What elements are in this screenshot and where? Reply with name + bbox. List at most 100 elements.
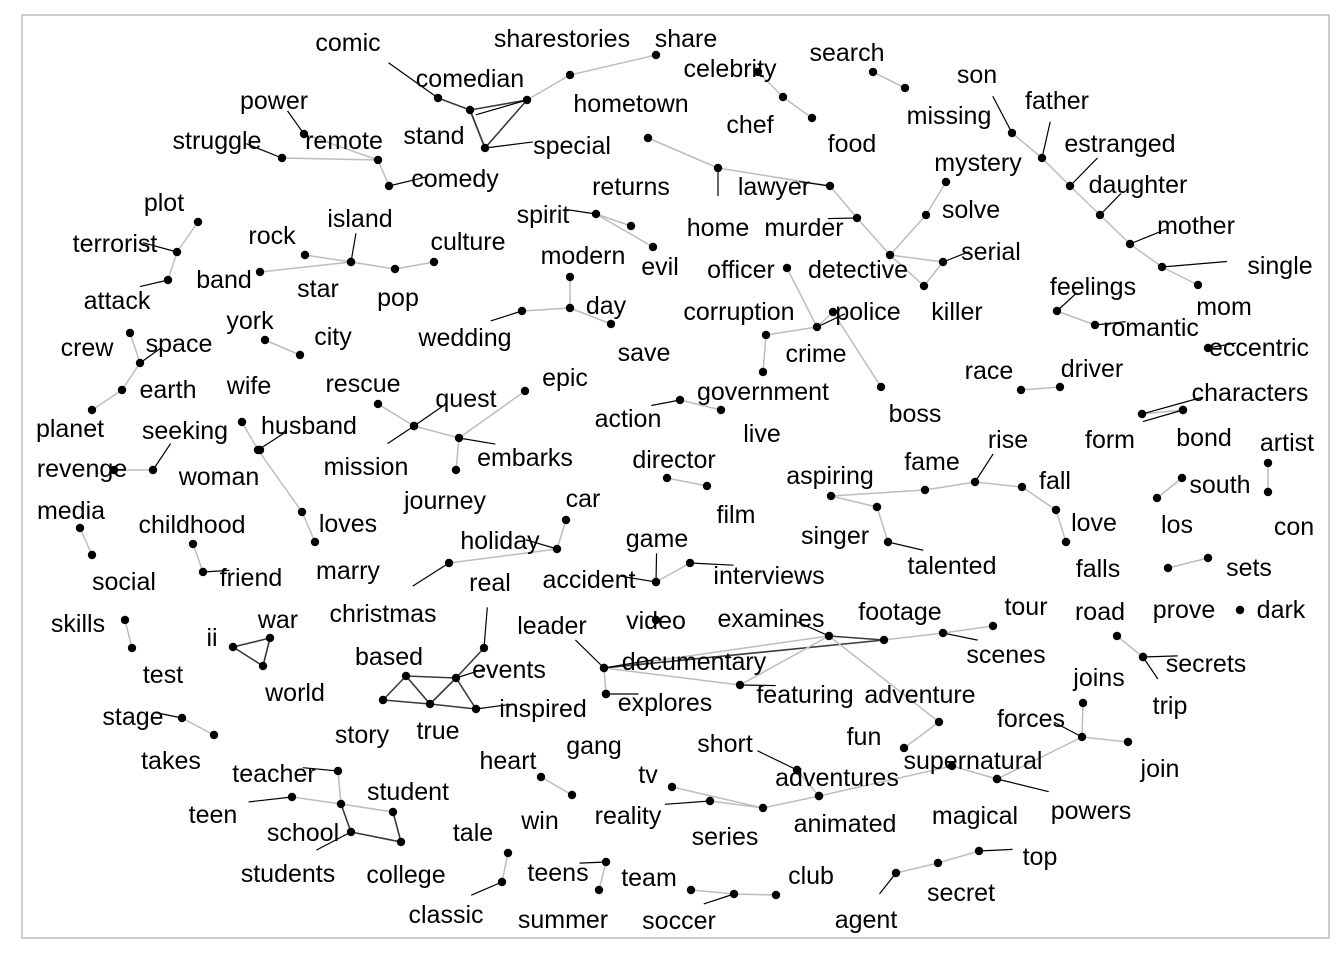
leader-line-attack [139,279,169,288]
edge-mystery-solve [925,181,947,216]
leader-line-police [816,313,846,328]
leader-line-special [484,141,533,149]
node-bond [1178,405,1188,415]
word-label-officer: officer [707,256,775,284]
word-label-daughter: daughter [1089,171,1188,199]
word-label-short: short [697,730,753,758]
word-label-examines: examines [718,605,825,633]
edge-day-wedding [521,307,571,312]
node-aspiring [826,491,836,501]
word-label-tour: tour [1004,593,1047,621]
edge-examines-adventure [828,635,940,723]
edge-comic-comedian [437,97,471,111]
word-label-boss: boss [889,400,942,428]
edge-singer-talented [876,506,889,543]
node-attack [163,275,173,285]
leader-line-inspired [475,703,513,710]
word-label-sharestories: sharestories [494,25,630,53]
node-examines [824,631,834,641]
word-label-secrets: secrets [1166,650,1247,678]
node-government [758,367,768,377]
leader-line-daughter [1099,193,1122,216]
edge-detective-killer [889,254,925,287]
word-label-top: top [1023,843,1058,871]
edge-crime-boss [832,311,882,388]
node-teen [287,792,297,802]
word-label-explores: explores [618,689,713,717]
edge-short-adventures [796,769,820,797]
node-teacher [333,766,343,776]
word-label-student: student [367,778,449,806]
word-label-planet: planet [36,415,104,443]
node-mother [1125,239,1135,249]
word-label-leader: leader [517,612,587,640]
leader-line-island [350,233,357,263]
node-action [675,395,685,405]
node-modern [565,272,575,282]
node-video [651,615,661,625]
word-label-revenge: revenge [37,455,127,483]
word-label-search: search [809,39,884,67]
word-label-video: video [626,607,686,635]
word-label-serial: serial [961,238,1021,266]
edge-spirit-evil [595,213,654,248]
node-falls [1061,537,1071,547]
edge-south-los [1156,477,1183,499]
edge-crew-space [129,332,141,364]
edge-teen-school [291,796,342,805]
word-label-south: south [1189,471,1250,499]
node-feelings [1052,306,1062,316]
word-label-share: share [655,25,718,53]
word-label-mission: mission [324,453,409,481]
node-stage [177,713,187,723]
edge-true-events [429,677,457,705]
edge-space-earth [121,362,141,391]
word-label-form: form [1085,426,1135,454]
edge-stand-special [484,99,528,149]
node-magical [992,774,1002,784]
node-killer [919,281,929,291]
leader-line-trip [1142,656,1159,680]
panel-border [21,14,1330,939]
edge-top-secret [937,850,980,864]
node-agent [891,868,901,878]
node-scenes [938,628,948,638]
leader-line-quest [413,405,443,427]
word-label-adventures: adventures [775,764,899,792]
node-live [716,405,726,415]
leader-line-estranged [1069,157,1098,187]
word-label-forces: forces [997,705,1065,733]
word-label-car: car [566,485,601,513]
node-forces [1077,732,1087,742]
edge-comedian-stand [469,99,528,111]
edge-murder-detective [856,217,891,256]
node-police [812,322,822,332]
edge-layer [79,54,1269,905]
edge-real-events [455,647,485,679]
edge-serial-killer [923,261,944,287]
edge-rescue-quest [377,403,415,427]
word-label-aspiring: aspiring [786,462,874,490]
node-dark [1235,605,1245,615]
word-label-comic: comic [315,29,380,57]
word-label-con: con [1274,513,1314,541]
node-lawyer [825,181,835,191]
node-road [1112,631,1122,641]
node-tour [988,621,998,631]
word-label-based: based [355,643,423,671]
node-south [1177,473,1187,483]
edge-lawyer-murder [829,185,858,219]
node-mom [1193,280,1203,290]
edge-students-college [350,831,402,843]
edge-series-animated [762,795,820,809]
word-label-falls: falls [1076,555,1120,583]
word-label-summer: summer [518,906,608,934]
leader-line-documentary [603,659,654,669]
leader-line-leader [574,639,605,669]
word-label-game: game [626,525,689,553]
node-heart [536,772,546,782]
edge-struggle-remote [281,157,379,161]
word-label-epic: epic [542,364,588,392]
node-star [346,257,356,267]
